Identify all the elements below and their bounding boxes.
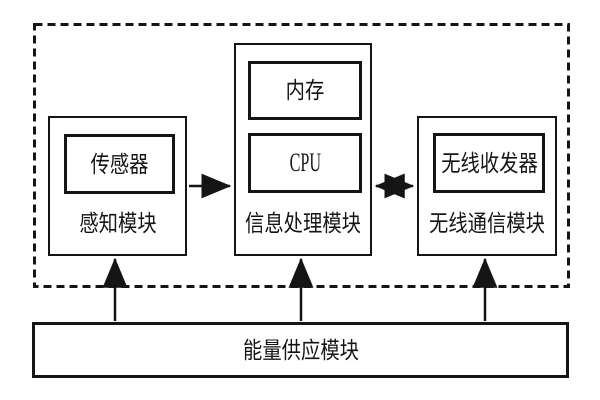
sensor-box: 传感器 [64,134,175,194]
sensor-label: 传感器 [90,151,149,177]
wireless-module-label: 无线通信模块 [429,211,545,236]
processing-module-label: 信息处理模块 [245,211,361,236]
sensing-module-box: 传感器 感知模块 [48,116,187,256]
node-boundary-dashed-box [33,23,570,288]
cpu-label: CPU [289,148,321,177]
processing-module-box: 内存 CPU 信息处理模块 [234,43,372,256]
sensing-module-label: 感知模块 [78,211,157,236]
wireless-module-box: 无线收发器 无线通信模块 [417,116,557,256]
processing-module-label-row: 信息处理模块 [236,193,370,254]
sensing-module-label-row: 感知模块 [50,193,185,254]
wireless-module-label-row: 无线通信模块 [419,193,555,254]
power-module-box: 能量供应模块 [32,322,569,378]
transceiver-box: 无线收发器 [433,133,545,193]
memory-box: 内存 [248,61,362,120]
cpu-box: CPU [248,133,362,193]
power-module-label: 能量供应模块 [242,337,359,363]
transceiver-label: 无线收发器 [440,150,538,176]
memory-label: 内存 [285,78,325,103]
